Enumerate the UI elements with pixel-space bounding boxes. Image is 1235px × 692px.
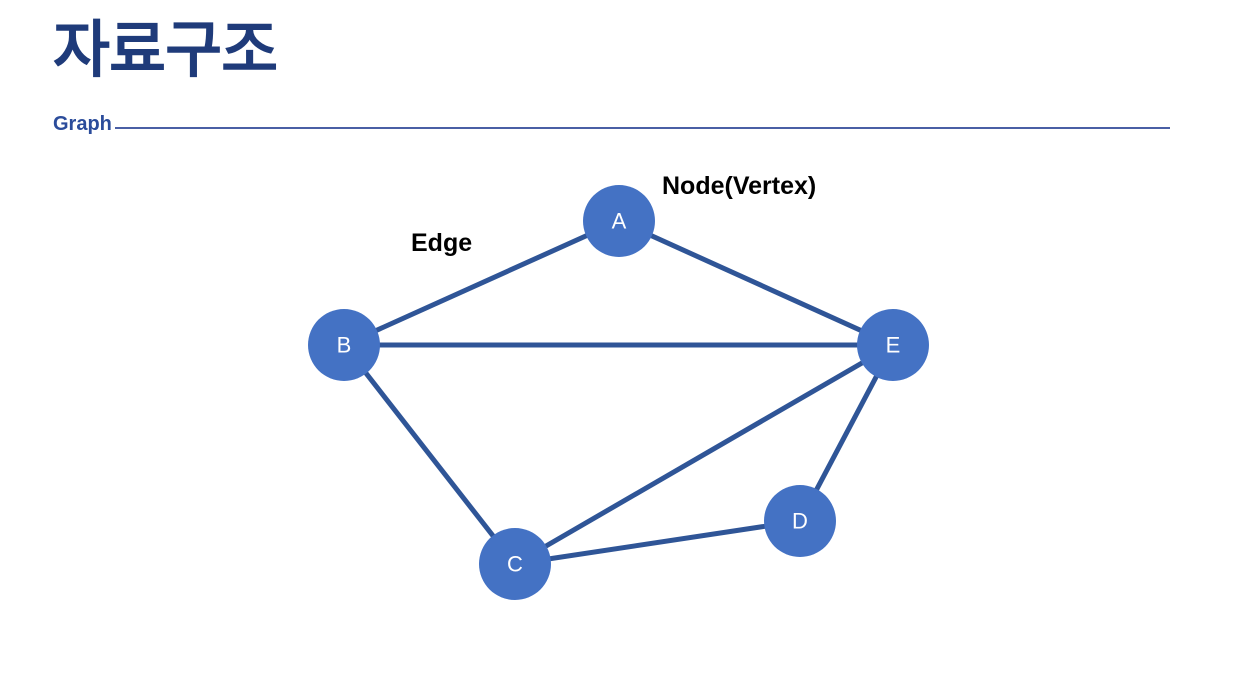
graph-node-label: E: [886, 333, 901, 358]
graph-edge-a-b: [342, 218, 621, 348]
edge-annotation-label: Edge: [411, 229, 473, 257]
graph-edge-c-d: [514, 518, 801, 567]
slide-subtitle: Graph: [53, 114, 115, 134]
slide-header: 자료구조 Graph: [0, 0, 1235, 145]
graph-node-b[interactable]: B: [308, 309, 380, 381]
node-annotation-label: Node(Vertex): [662, 172, 817, 200]
graph-node-label: A: [612, 209, 627, 234]
graph-node-circle: [479, 528, 551, 600]
node-layer: A B C D E: [308, 185, 929, 600]
graph-node-d[interactable]: D: [764, 485, 836, 557]
graph-node-circle: [857, 309, 929, 381]
graph-edge-a-e: [617, 218, 895, 348]
graph-node-circle: [308, 309, 380, 381]
graph-edge-b-c: [342, 343, 517, 566]
graph-svg: A B C D E: [308, 185, 929, 600]
graph-node-label: B: [337, 333, 352, 358]
page-title: 자료구조: [53, 16, 278, 85]
graph-node-e[interactable]: E: [857, 309, 929, 381]
graph-node-a[interactable]: A: [583, 185, 655, 257]
graph-node-circle: [764, 485, 836, 557]
graph-node-circle: [583, 185, 655, 257]
graph-node-c[interactable]: C: [479, 528, 551, 600]
header-divider: [53, 127, 1170, 129]
graph-diagram: A B C D E Edge Node(Vertex): [0, 145, 1235, 692]
graph-node-label: D: [792, 509, 808, 534]
graph-node-label: C: [507, 552, 523, 577]
graph-edge-c-e: [513, 342, 895, 567]
